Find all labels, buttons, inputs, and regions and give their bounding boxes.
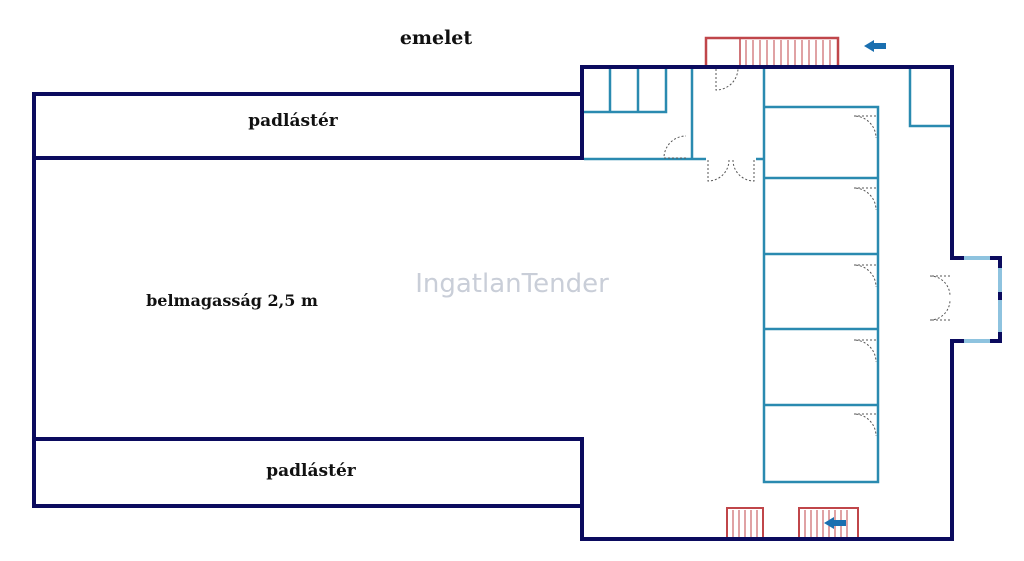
doors (663, 67, 951, 437)
ceiling-height-label: belmagasság 2,5 m (146, 291, 318, 310)
watermark: IngatlanTender (415, 269, 609, 299)
floor-title: emelet (400, 27, 473, 49)
arrow-left-icon (864, 40, 886, 52)
stairs-top (704, 36, 840, 66)
attic-label-bottom: padlástér (266, 461, 357, 481)
inner-walls (584, 69, 950, 484)
arrow-left-icon (824, 517, 846, 529)
stairs-bottom (726, 507, 859, 537)
bay-windows (964, 256, 1002, 343)
attic-label-top: padlástér (248, 111, 339, 131)
outer-walls (32, 65, 1002, 541)
